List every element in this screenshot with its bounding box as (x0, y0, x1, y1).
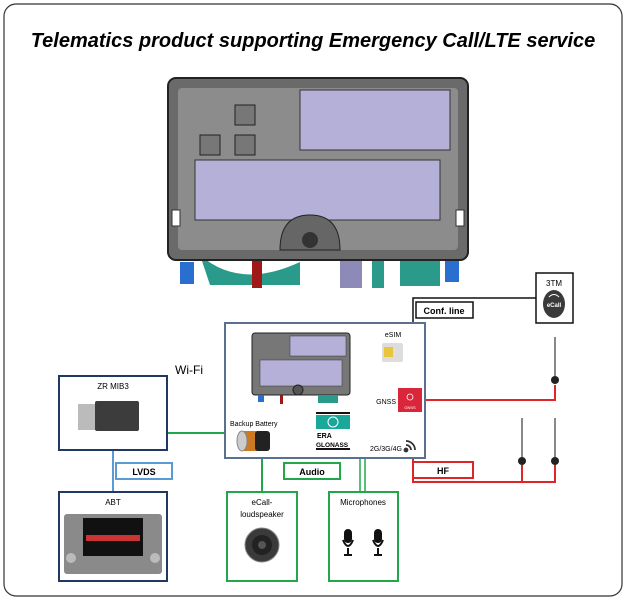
telematics-device-image (167, 77, 469, 288)
microphone-icon (342, 529, 354, 556)
backup-battery-label: Backup Battery (230, 421, 278, 428)
cellular-label: 2G/3G/4G (370, 446, 402, 453)
abt-head-unit-image (64, 514, 162, 574)
microphones-box (328, 491, 399, 582)
diagram-title: Telematics product supporting Emergency … (31, 30, 596, 52)
hf-label: HF (437, 466, 449, 476)
ecall-icon: eCall (543, 290, 565, 318)
era-label: ERA (317, 433, 332, 440)
glonass-label: GLONASS (316, 442, 349, 449)
gnss-label: GNSS (376, 399, 396, 406)
wifi-label: Wi-Fi (175, 363, 203, 377)
lvds-box (115, 462, 173, 480)
antenna-icon (551, 418, 559, 465)
audio-label: Audio (299, 467, 325, 477)
antenna-icon (518, 418, 526, 465)
telematics-device-thumbnail (251, 332, 351, 404)
zr-mib3-module-image (78, 401, 139, 431)
microphone-icon (372, 529, 384, 556)
gnss-badge-label: GNSS (404, 405, 416, 410)
abt-label: ABT (105, 498, 121, 507)
ecall-loudspeaker-label-line1: eCall- (252, 498, 273, 507)
conf-line-box (415, 301, 474, 319)
zr-mib3-label: ZR MIB3 (97, 382, 129, 391)
lvds-label: LVDS (132, 467, 155, 477)
signal-icon (403, 440, 416, 453)
hf-box (412, 461, 474, 479)
esim-label: eSIM (385, 332, 402, 339)
microphones-label: Microphones (340, 498, 386, 507)
conf-line-label: Conf. line (424, 306, 465, 316)
antenna-icon (551, 337, 559, 384)
conf-line-wire (412, 297, 536, 323)
sim-card-icon (382, 343, 403, 362)
gnss-icon: GNSS (398, 388, 422, 412)
era-glonass-logo: ERA GLONASS (316, 412, 350, 450)
ecall-badge-label: eCall (547, 303, 562, 309)
battery-icon (236, 430, 270, 452)
3tm-label: 3TM (546, 279, 562, 288)
audio-box (283, 462, 341, 480)
ecall-loudspeaker-label-line2: loudspeaker (240, 510, 284, 519)
gnss-antenna-wire (425, 385, 556, 401)
speaker-icon (244, 527, 280, 563)
